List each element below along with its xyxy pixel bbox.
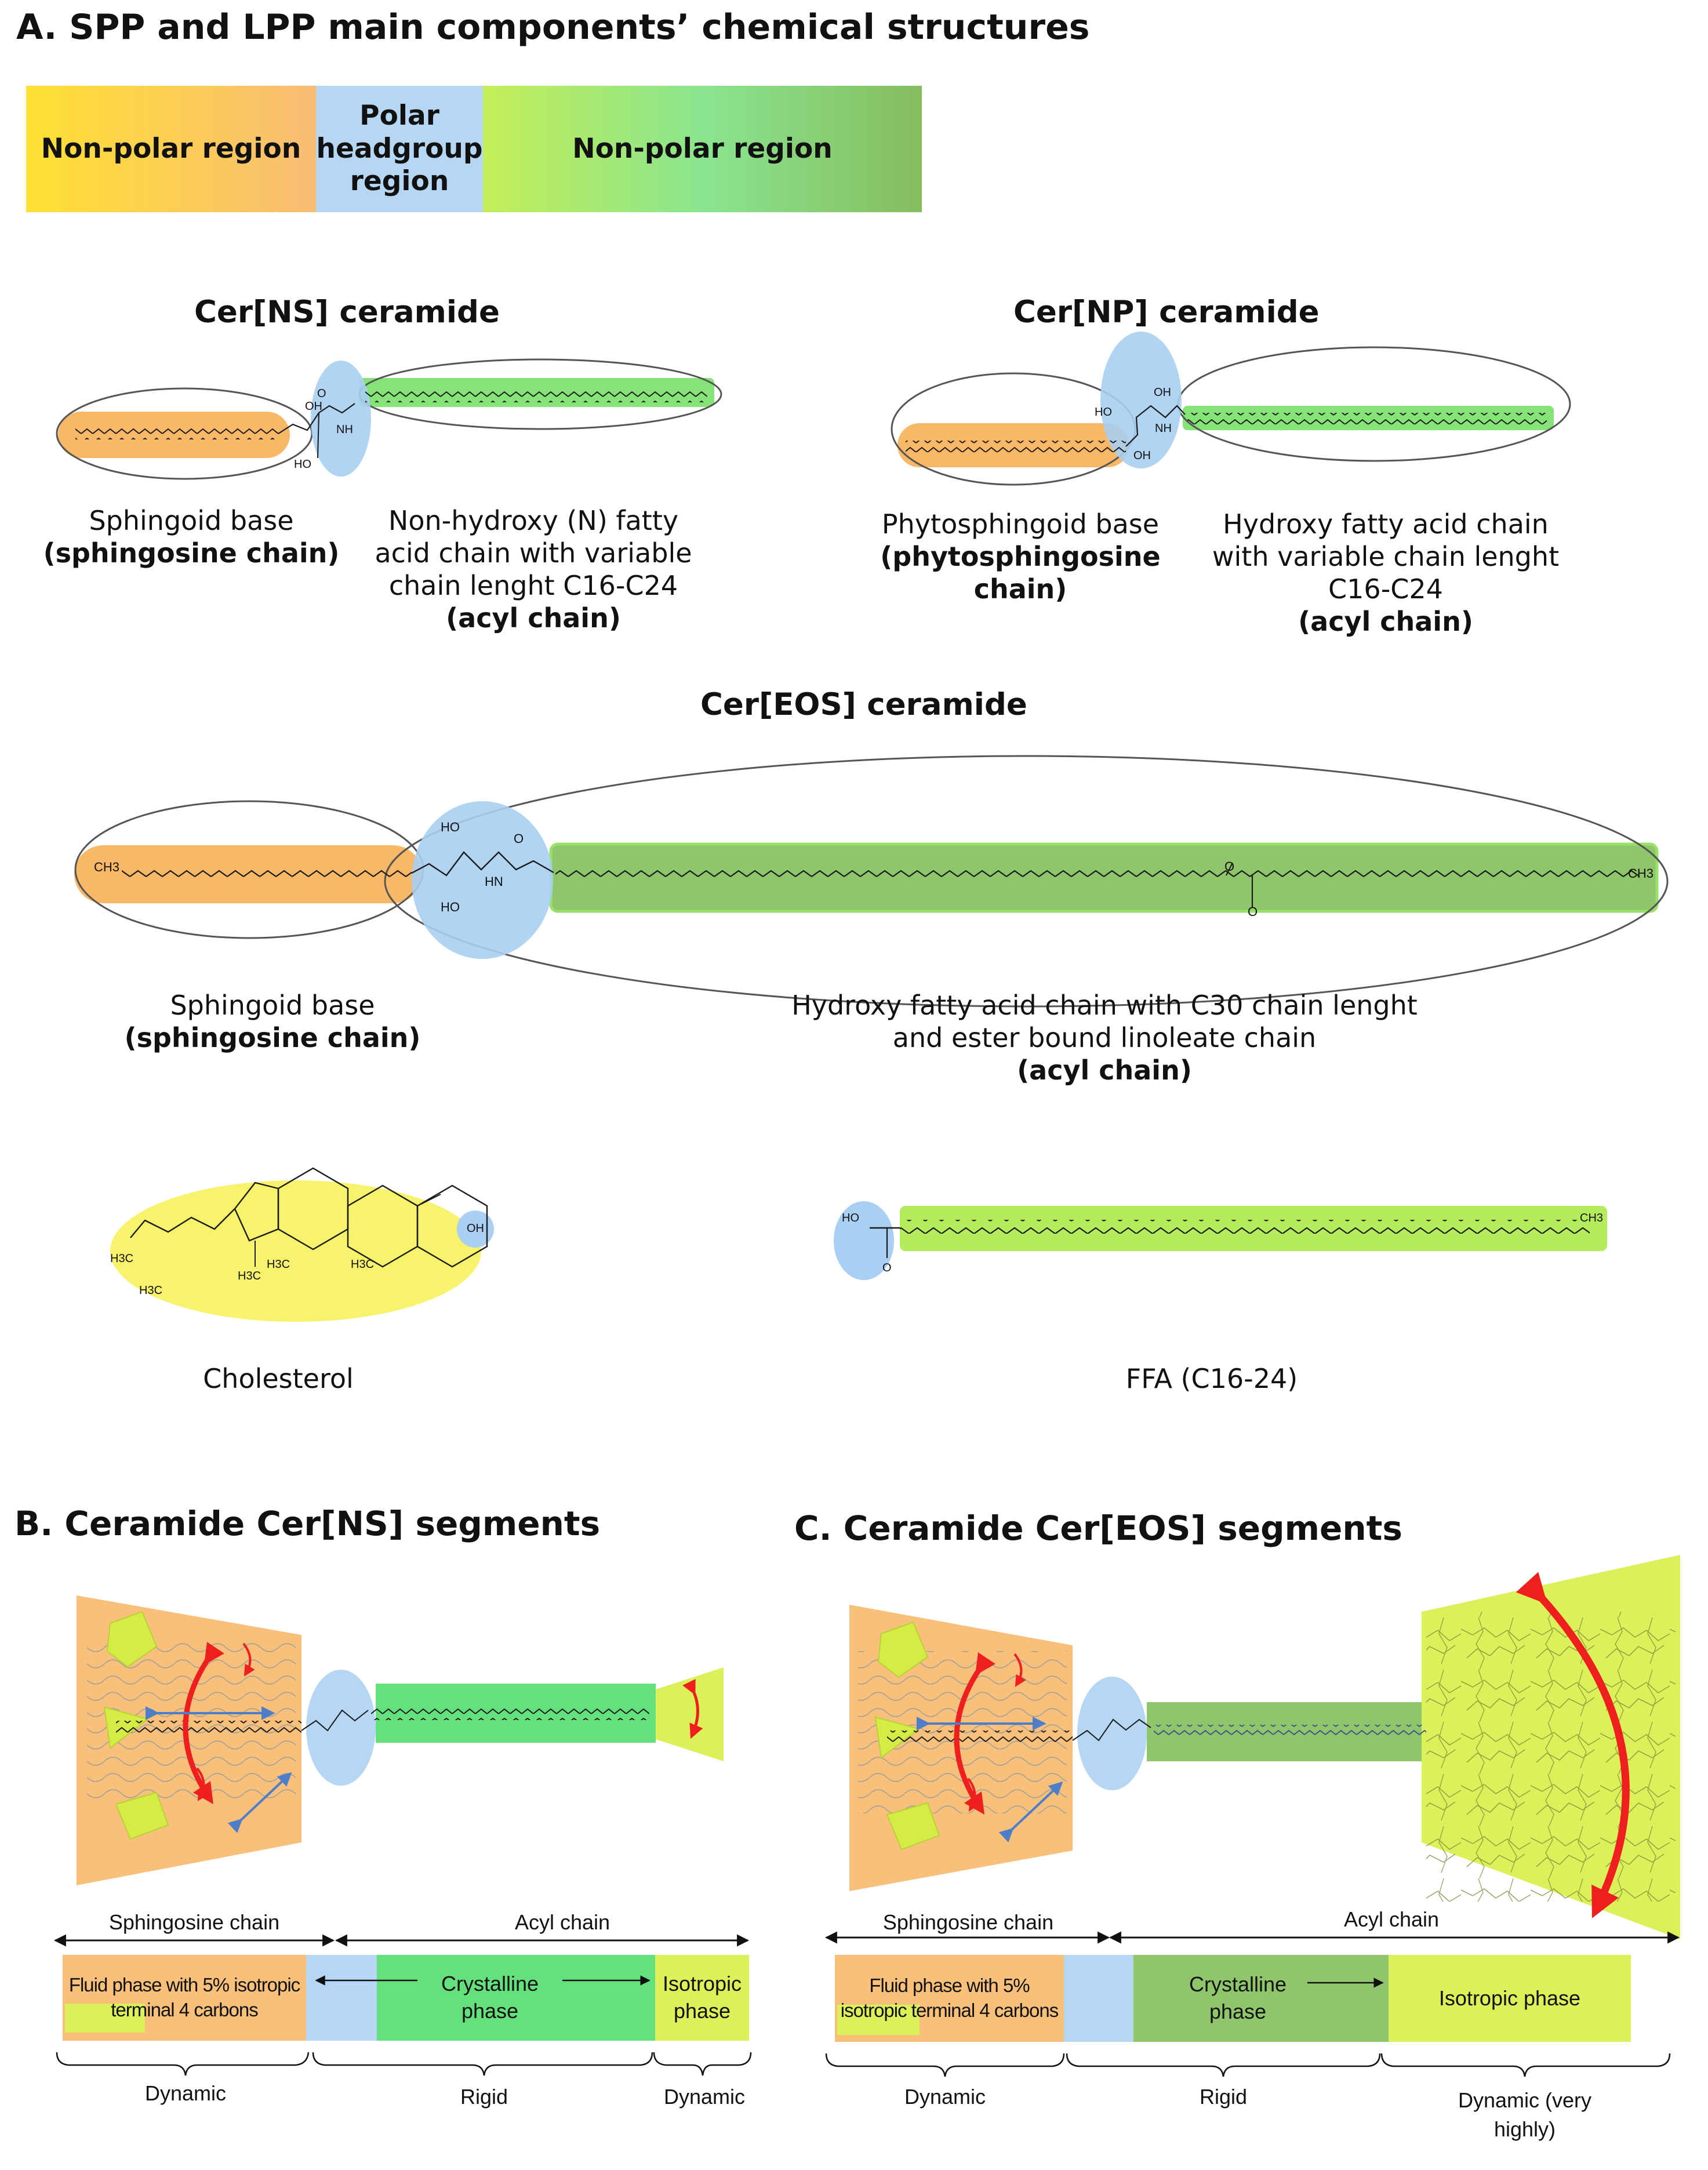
panel-a-title: A. SPP and LPP main components’ chemical… <box>16 7 1090 48</box>
cer-ns-acyl-desc: Non-hydroxy (N) fatty acid chain with va… <box>375 505 692 602</box>
cer-eos-title: Cer[EOS] ceramide <box>700 687 1027 722</box>
cer-ns-ho-label: HO <box>294 458 311 471</box>
panel-c-title: C. Ceramide Cer[EOS] segments <box>794 1509 1402 1548</box>
cer-np-acyl-desc: Hydroxy fatty acid chain with variable c… <box>1212 508 1560 605</box>
chol-h3c-5-label: H3C <box>351 1258 375 1271</box>
panel-c-phase-crystalline: Crystalline phase <box>1189 1972 1287 2023</box>
cer-ns-sphingosine-line: (sphingosine chain) <box>43 537 340 569</box>
cer-ns-structure <box>56 358 722 480</box>
region-legend-bar <box>26 86 922 212</box>
cer-eos-ho-top-label: HO <box>441 820 460 834</box>
cer-ns-title: Cer[NS] ceramide <box>194 295 500 330</box>
panel-b-phase-isotropic: Isotropic phase <box>662 1972 742 2023</box>
legend-nonpolar-right: Non-polar region <box>572 132 833 165</box>
cer-eos-acyl-desc: Hydroxy fatty acid chain with C30 chain … <box>791 990 1418 1054</box>
panel-c-dynamic-left: Dynamic <box>904 2085 986 2109</box>
cer-eos-ester-o-label: O <box>1224 859 1235 874</box>
chol-oh-label: OH <box>467 1222 484 1235</box>
polar-swatch <box>316 86 483 212</box>
cer-ns-acyl-caption: Non-hydroxy (N) fatty acid chain with va… <box>359 504 707 634</box>
panel-b-acyl-label: Acyl chain <box>514 1910 610 1934</box>
panel-b-phase-fluid: Fluid phase with 5% isotropic terminal 4… <box>68 1974 300 2020</box>
chol-h3c-1-label: H3C <box>110 1252 134 1265</box>
panel-b-phase-crystalline: Crystalline phase <box>441 1972 539 2023</box>
cer-eos-o-label: O <box>514 831 524 846</box>
panel-b-sphingosine-label: Sphingosine chain <box>108 1910 280 1934</box>
chol-h3c-4-label: H3C <box>267 1258 290 1271</box>
cer-eos-structure <box>74 755 1669 1008</box>
cer-eos-sphingosine-line: (sphingosine chain) <box>124 1022 421 1054</box>
ffa-o-label: O <box>882 1262 892 1274</box>
ffa-ho-label: HO <box>842 1212 859 1224</box>
cer-eos-acyl-line: (acyl chain) <box>1017 1055 1192 1086</box>
ffa-structure <box>834 1201 1607 1280</box>
cer-ns-sphingoid-caption: Sphingoid base (sphingosine chain) <box>35 504 348 569</box>
cer-eos-ho-bottom-label: HO <box>441 900 460 914</box>
panel-b-title: B. Ceramide Cer[NS] segments <box>14 1504 601 1543</box>
chol-h3c-2-label: H3C <box>139 1284 163 1297</box>
cer-eos-sphingoid-caption: Sphingoid base (sphingosine chain) <box>104 989 441 1054</box>
panel-b-dynamic-left: Dynamic <box>144 2081 227 2105</box>
cer-np-phytosphingosine-line: (phytosphingosine chain) <box>880 541 1161 605</box>
cer-np-phyto-caption: Phytosphingoid base (phytosphingosine ch… <box>852 508 1189 605</box>
cer-np-acyl-caption: Hydroxy fatty acid chain with variable c… <box>1212 508 1560 638</box>
panel-c-acyl-label: Acyl chain <box>1343 1907 1440 1931</box>
cer-ns-o-label: O <box>317 387 326 400</box>
cer-np-acyl-line: (acyl chain) <box>1298 606 1473 638</box>
nonpolar-right-swatch <box>483 86 922 212</box>
ffa-ch3-label: CH3 <box>1580 1212 1604 1224</box>
cer-ns-acyl-line: (acyl chain) <box>446 602 621 634</box>
cer-ns-sphingoid-line: Sphingoid base <box>89 505 294 536</box>
cer-eos-sphingoid-line: Sphingoid base <box>170 990 375 1021</box>
cer-np-structure <box>891 332 1571 486</box>
cer-np-phyto-line: Phytosphingoid base <box>881 508 1160 540</box>
cholesterol-caption: Cholesterol <box>203 1363 354 1394</box>
cer-eos-carbonyl-o-label: O <box>1248 904 1258 919</box>
nonpolar-left-swatch <box>26 86 316 212</box>
cer-np-oh-label: OH <box>1154 386 1171 399</box>
panel-b-dynamic-right: Dynamic <box>663 2085 746 2109</box>
cer-np-nh-label: NH <box>1155 422 1172 435</box>
cer-eos-ch3-label: CH3 <box>94 860 120 874</box>
panel-c-sphingosine-label: Sphingosine chain <box>882 1910 1054 1934</box>
cer-np-oh2-label: OH <box>1133 449 1151 462</box>
legend-polar-headgroup: Polar headgroup region <box>316 100 483 198</box>
cer-np-title: Cer[NP] ceramide <box>1013 295 1320 330</box>
legend-nonpolar-left: Non-polar region <box>41 132 301 165</box>
cer-eos-terminal-label: CH3 <box>1628 866 1654 881</box>
cer-ns-oh-label: OH <box>305 400 322 413</box>
cer-ns-nh-label: NH <box>336 423 353 436</box>
cholesterol-structure <box>110 1167 494 1322</box>
ffa-caption: FFA (C16-24) <box>1125 1363 1298 1394</box>
panel-b-diagram <box>53 1595 752 2076</box>
panel-b-rigid: Rigid <box>460 2085 508 2109</box>
cer-np-ho-label: HO <box>1095 406 1112 419</box>
chol-h3c-3-label: H3C <box>238 1270 261 1282</box>
cer-eos-hn-label: HN <box>485 874 503 889</box>
panel-c-phase-fluid: Fluid phase with 5% isotropic terminal 4… <box>840 1975 1059 2021</box>
panel-c-dynamic-right: Dynamic (very highly) <box>1458 2088 1592 2142</box>
panel-c-rigid: Rigid <box>1199 2085 1248 2109</box>
panel-c-diagram <box>824 1555 1680 2077</box>
cer-eos-acyl-caption: Hydroxy fatty acid chain with C30 chain … <box>777 989 1432 1086</box>
panel-c-phase-isotropic: Isotropic phase <box>1438 1986 1581 2010</box>
